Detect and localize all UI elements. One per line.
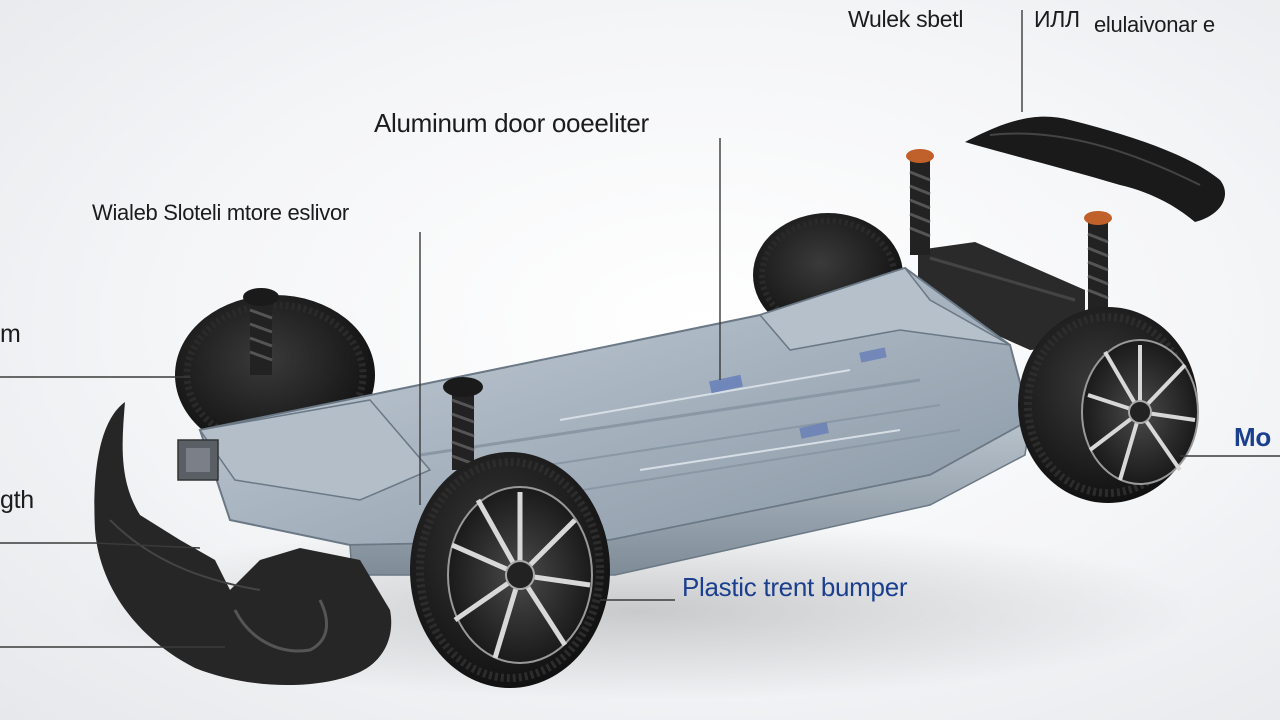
floor-pan: [177, 266, 1032, 576]
label-plastic-bumper: Plastic trent bumper: [682, 572, 908, 602]
label-right-mo: Mo: [1234, 422, 1271, 452]
front-right-strut: [443, 377, 483, 470]
leader-lines: [0, 10, 1280, 648]
label-top-right-b: elulaivonar e: [1094, 12, 1215, 37]
label-left-gth: gth: [0, 486, 34, 514]
leader-left-gth: [0, 542, 201, 549]
label-weld-steel: Wialeb Sloteli mtore eslivor: [92, 200, 349, 225]
rear-left-strut: [906, 149, 934, 255]
label-aluminum-door: Aluminum door ooeeliter: [374, 108, 649, 138]
rear-crossmember: [918, 242, 1085, 350]
rear-spoiler: [965, 116, 1226, 222]
front-bumper: [94, 402, 392, 686]
label-top-right-a: Wulek sbetl: [848, 6, 964, 32]
label-left-m: m: [0, 320, 21, 348]
label-top-right-glyphs: ИЛЛ: [1034, 6, 1080, 32]
rear-right-strut: [1084, 211, 1112, 312]
rear-right-wheel: [1018, 307, 1199, 503]
front-left-strut: [243, 288, 279, 375]
front-right-wheel: [410, 452, 610, 688]
